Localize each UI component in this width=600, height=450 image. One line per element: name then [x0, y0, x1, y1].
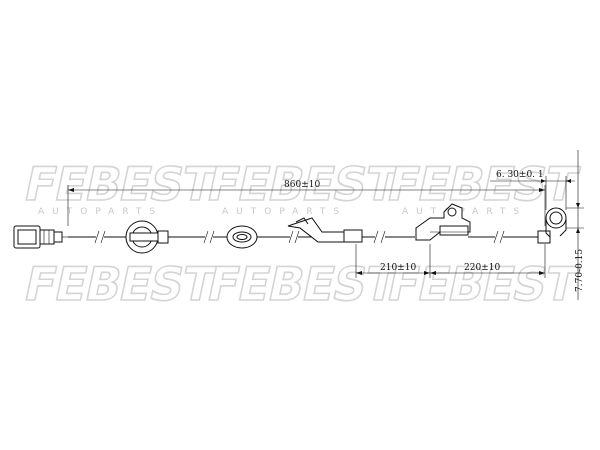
watermark-3: FEBEST: [382, 157, 584, 212]
watermark-5: FEBEST: [202, 257, 404, 312]
dimension-eye-width: 6. 30±0. 1: [490, 170, 575, 210]
watermark-6: FEBEST: [382, 257, 584, 312]
svg-text:FEBEST: FEBEST: [383, 157, 583, 210]
svg-text:FEBEST: FEBEST: [203, 257, 403, 310]
dimension-total-length: 860±10: [67, 180, 546, 226]
svg-text:FEBEST: FEBEST: [203, 157, 403, 210]
sensor-body: [415, 203, 471, 241]
dimension-eye-width-label: 6. 30±0. 1: [496, 170, 544, 180]
dimension-eye-height-label: 7.70-0.15: [575, 249, 585, 292]
bracket-clip: [287, 217, 363, 243]
dimension-seg-left: 210±10: [355, 244, 431, 278]
svg-text:FEBEST: FEBEST: [20, 257, 220, 310]
dimension-eye-height: 7.70-0.15: [566, 150, 585, 300]
dimension-total-label: 860±10: [284, 180, 320, 190]
dimension-seg-right-label: 220±10: [464, 263, 500, 273]
connector: [13, 225, 68, 249]
dimension-seg-right: 220±10: [430, 244, 546, 278]
grommet-round: [125, 220, 169, 254]
watermark-2: FEBEST: [202, 157, 404, 212]
eye-terminal: [537, 207, 567, 244]
watermark-layer: FEBEST FEBEST FEBEST AUTOPARTS AUTOPARTS…: [19, 157, 584, 312]
watermark-1: FEBEST: [19, 157, 221, 212]
watermark-4: FEBEST: [19, 257, 221, 312]
watermark-sub-2: AUTOPARTS: [222, 207, 347, 217]
svg-text:FEBEST: FEBEST: [383, 257, 583, 310]
dimension-seg-left-label: 210±10: [380, 263, 416, 273]
svg-text:FEBEST: FEBEST: [20, 157, 220, 210]
watermark-sub-1: AUTOPARTS: [38, 207, 163, 217]
watermark-sub-3: AUTOPARTS: [402, 207, 527, 217]
grommet-oval: [226, 225, 258, 249]
